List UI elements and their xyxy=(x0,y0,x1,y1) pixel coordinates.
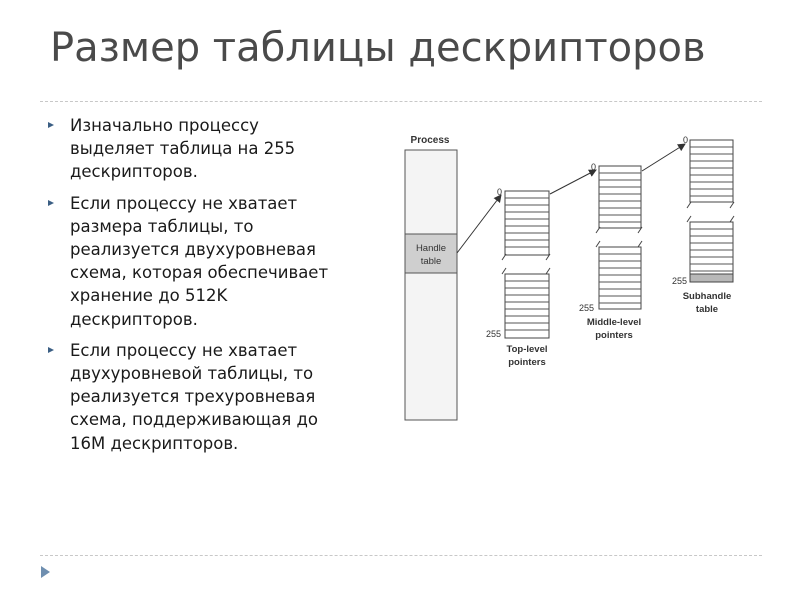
top-level-label-line1: Top-level xyxy=(507,344,548,355)
slide-title: Размер таблицы дескрипторов xyxy=(50,25,706,71)
index-255-label: 255 xyxy=(486,329,501,339)
triangle-nav-icon[interactable] xyxy=(40,565,52,579)
index-255-label: 255 xyxy=(672,276,687,286)
bullet-text: Изначально процессу выделяет таблица на … xyxy=(70,116,296,182)
subhandle-label-line2: table xyxy=(696,304,718,315)
handle-table-label-line1: Handle xyxy=(416,243,446,254)
pointer-arrow xyxy=(549,169,597,195)
bullet-list: Изначально процессу выделяет таблица на … xyxy=(46,114,346,463)
title-divider xyxy=(40,101,762,102)
index-0-label: 0 xyxy=(591,162,596,172)
subhandle-last-entry xyxy=(689,273,734,283)
bullet-item: Если процессу не хватает размера таблицы… xyxy=(46,192,346,331)
triangle-bullet-icon xyxy=(48,122,54,128)
middle-level-label-line1: Middle-level xyxy=(587,317,641,328)
top-level-table-upper xyxy=(501,190,551,261)
pointer-arrow xyxy=(456,194,502,254)
index-0-label: 0 xyxy=(497,187,502,197)
process-label: Process xyxy=(411,135,450,146)
middle-level-table-lower xyxy=(595,240,643,310)
pointer-arrow xyxy=(641,143,686,172)
bullet-item: Изначально процессу выделяет таблица на … xyxy=(46,114,346,184)
bullet-text: Если процессу не хватает двухуровневой т… xyxy=(70,340,318,453)
triangle-bullet-icon xyxy=(48,346,54,353)
triangle-bullet-icon xyxy=(48,199,54,206)
footer-divider xyxy=(40,555,762,556)
subhandle-table-upper xyxy=(686,139,735,209)
top-level-label-line2: pointers xyxy=(508,357,545,368)
handle-table-diagram: Process Handle table 0 255 Top-level poi… xyxy=(404,135,735,421)
top-level-table-lower xyxy=(501,267,551,339)
handle-table-label-line2: table xyxy=(421,256,442,267)
bullet-item: Если процессу не хватает двухуровневой т… xyxy=(46,339,346,455)
index-255-label: 255 xyxy=(579,303,594,313)
middle-level-label-line2: pointers xyxy=(595,330,632,341)
index-0-label: 0 xyxy=(683,135,688,145)
handle-table-cell xyxy=(404,233,458,274)
bullet-text: Если процессу не хватает размера таблицы… xyxy=(70,193,329,329)
process-column xyxy=(404,149,458,421)
middle-level-table-upper xyxy=(595,165,643,234)
subhandle-label-line1: Subhandle xyxy=(683,291,732,302)
subhandle-table-lower xyxy=(686,215,735,283)
